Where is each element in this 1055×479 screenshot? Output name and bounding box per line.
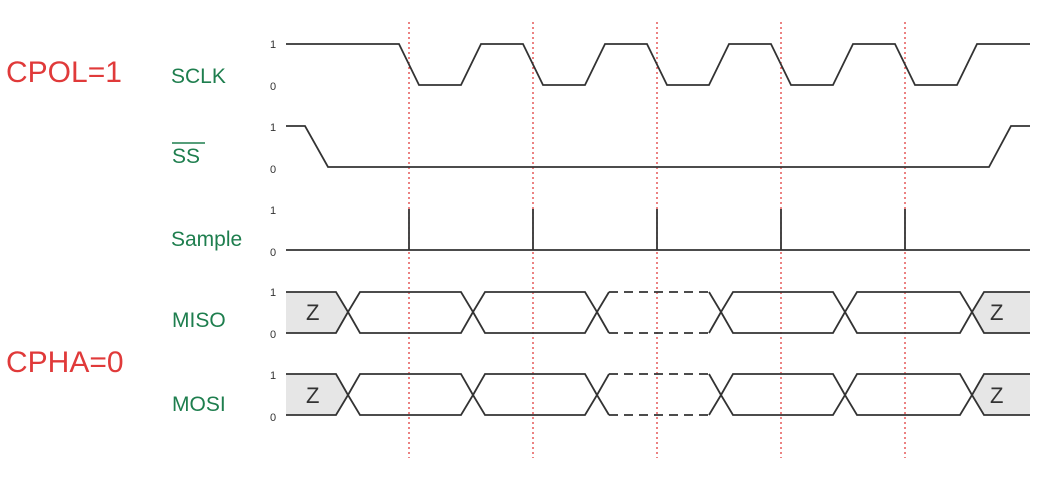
mosi-z-end: Z	[990, 383, 1003, 408]
miso-row: MISO 1 0 Z Z	[172, 287, 1030, 341]
ss-waveform	[286, 125, 1030, 168]
mosi-hiz-end	[972, 374, 1030, 415]
level-low: 0	[270, 81, 276, 93]
sample-row: Sample 1 0	[171, 205, 1030, 259]
mosi-top-rail	[286, 373, 610, 397]
level-low: 0	[270, 164, 276, 176]
cpol-label: CPOL=1	[6, 56, 122, 89]
level-high: 1	[270, 370, 276, 382]
level-high: 1	[270, 122, 276, 134]
miso-label: MISO	[172, 309, 226, 332]
mosi-row: MOSI 1 0 Z Z	[172, 370, 1030, 424]
miso-top-rail-2	[708, 291, 1030, 314]
miso-z-start: Z	[306, 300, 319, 325]
level-low: 0	[270, 247, 276, 259]
miso-hiz-end	[972, 292, 1030, 333]
miso-hiz-start	[286, 292, 348, 333]
ss-label: SS	[172, 145, 200, 168]
level-high: 1	[270, 39, 276, 51]
level-high: 1	[270, 287, 276, 299]
mosi-label: MOSI	[172, 393, 226, 416]
ss-row: SS 1 0	[172, 122, 1030, 176]
mosi-top-rail-2	[708, 373, 1030, 397]
sample-label: Sample	[171, 228, 242, 251]
mosi-bottom-rail	[286, 393, 610, 416]
mosi-hiz-start	[286, 374, 348, 415]
miso-bottom-rail-2	[708, 310, 1030, 334]
miso-bottom-rail	[286, 310, 610, 334]
mosi-z-start: Z	[306, 383, 319, 408]
miso-z-end: Z	[990, 300, 1003, 325]
sclk-row: SCLK 1 0	[171, 39, 1030, 93]
level-low: 0	[270, 412, 276, 424]
sclk-waveform	[286, 43, 1030, 86]
sclk-label: SCLK	[171, 65, 226, 88]
miso-top-rail	[286, 291, 610, 314]
mosi-bottom-rail-2	[708, 393, 1030, 416]
level-high: 1	[270, 205, 276, 217]
cpha-label: CPHA=0	[6, 346, 124, 379]
level-low: 0	[270, 329, 276, 341]
